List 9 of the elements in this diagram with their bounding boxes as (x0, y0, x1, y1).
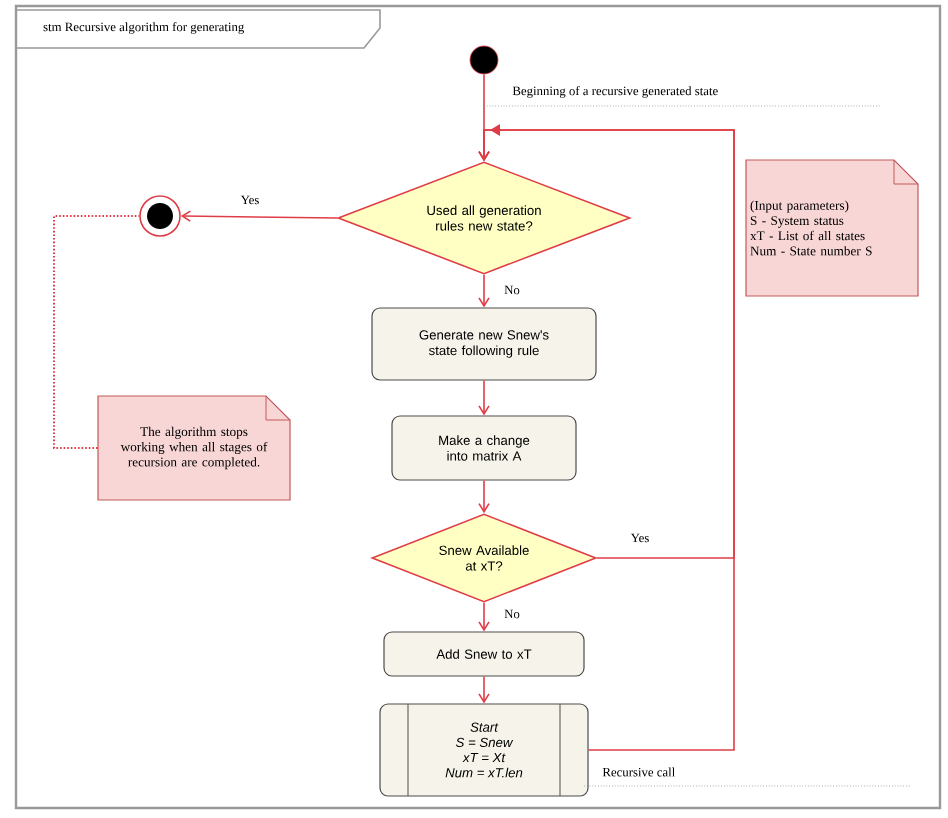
arrow (478, 675, 490, 704)
arrow (478, 479, 490, 514)
arrow (478, 379, 490, 416)
initial-node (469, 45, 499, 75)
final-node (139, 195, 181, 237)
arrow (478, 129, 735, 751)
arrow (180, 210, 338, 222)
arrow (478, 273, 490, 308)
arrow (478, 602, 490, 632)
